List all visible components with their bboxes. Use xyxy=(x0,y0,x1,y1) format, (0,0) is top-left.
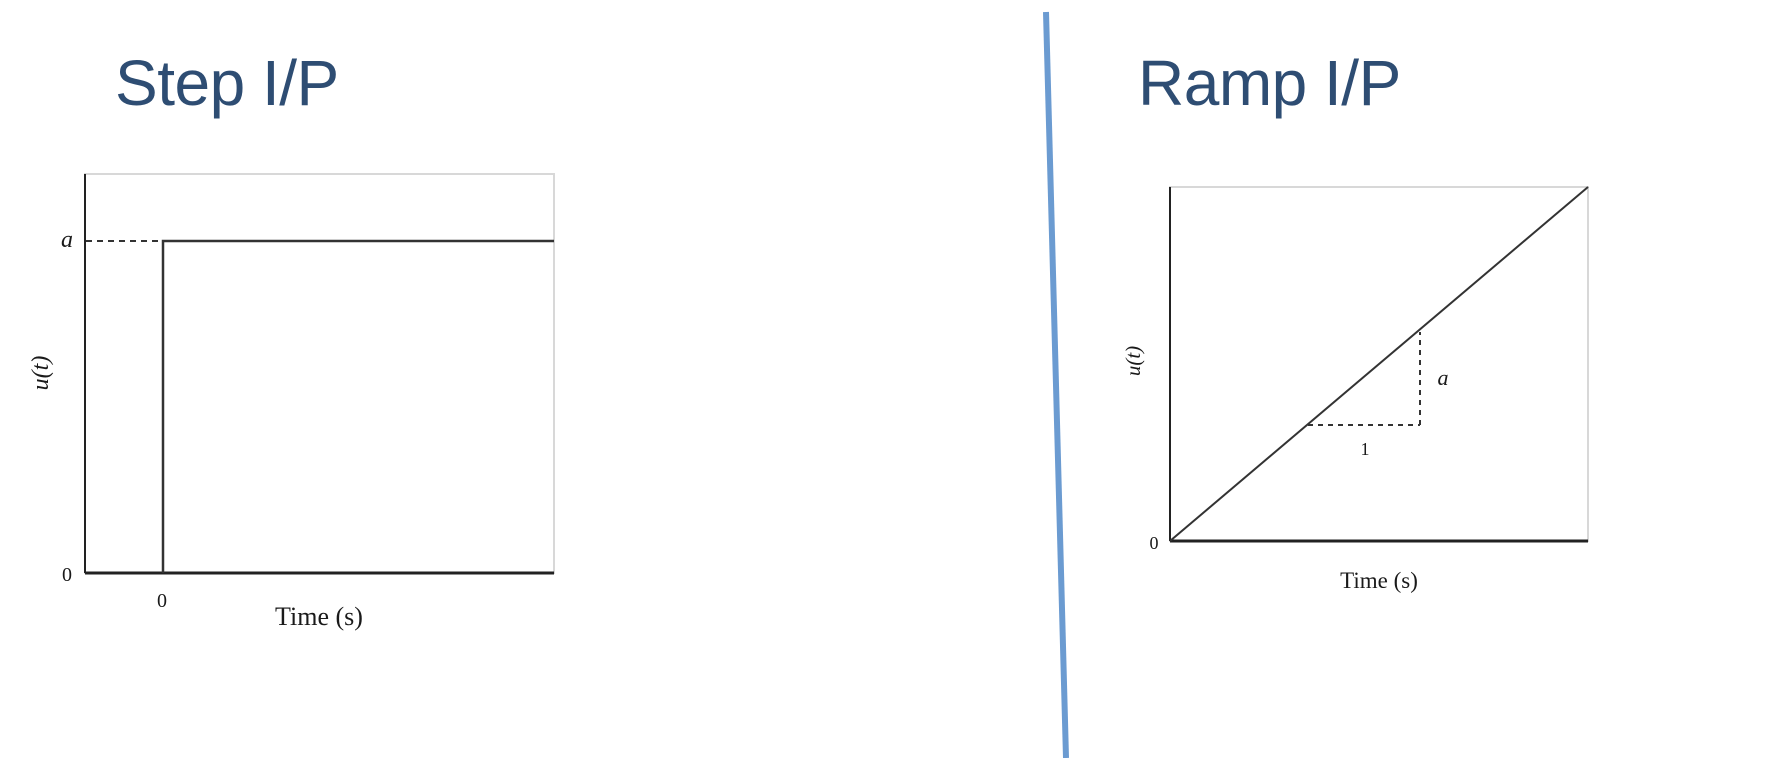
ramp-slope-run-label: 1 xyxy=(1361,439,1370,459)
ramp-input-plot: a 1 0 Time (s) u(t) xyxy=(1121,186,1589,593)
step-input-title: Step I/P xyxy=(115,47,339,119)
ramp-y-axis-label: u(t) xyxy=(1121,346,1145,376)
step-signal xyxy=(161,239,554,573)
ramp-origin-label: 0 xyxy=(1150,533,1159,553)
panel-divider xyxy=(1043,11,1069,758)
ramp-slope-rise-label: a xyxy=(1438,365,1449,390)
ramp-x-axis-label: Time (s) xyxy=(1340,568,1418,593)
step-plot-frame xyxy=(84,173,555,574)
step-amplitude-label: a xyxy=(61,227,73,253)
step-y-origin-label: 0 xyxy=(62,564,72,586)
step-x-origin-label: 0 xyxy=(157,590,167,612)
step-input-plot: a 0 0 Time (s) u(t) xyxy=(28,173,555,631)
ramp-input-title: Ramp I/P xyxy=(1138,47,1401,119)
step-x-axis-label: Time (s) xyxy=(275,602,363,631)
step-y-axis-label: u(t) xyxy=(28,356,54,391)
ramp-signal xyxy=(1169,186,1589,542)
